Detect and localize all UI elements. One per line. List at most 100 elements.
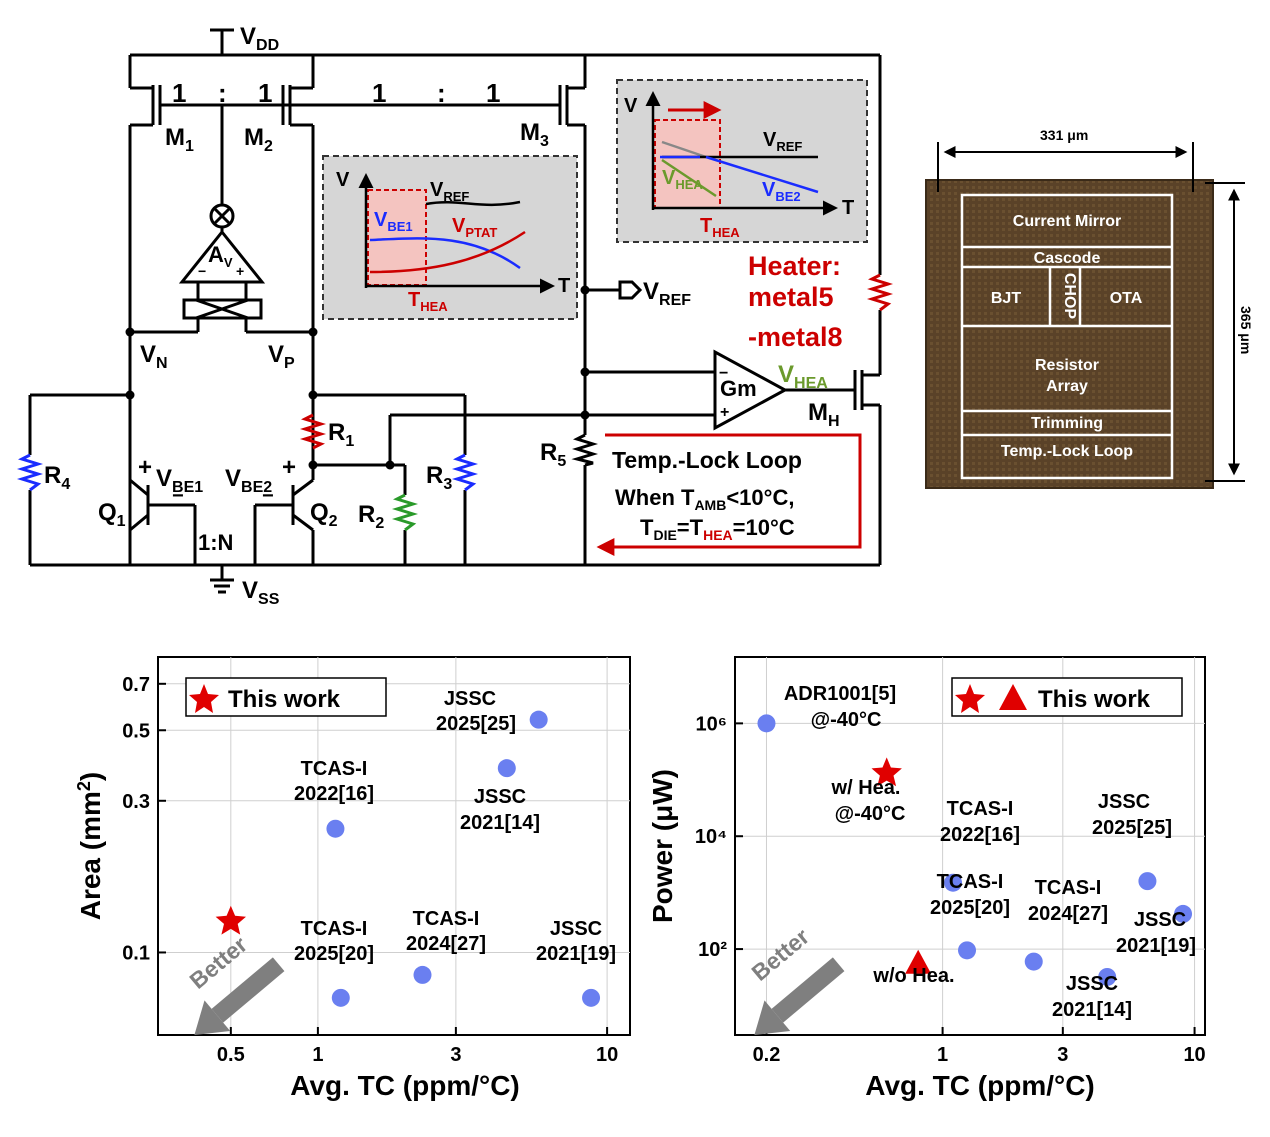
svg-text:TCAS-I: TCAS-I [413, 908, 480, 930]
label-gm: Gm [720, 376, 757, 401]
y-tick-label: 0.7 [122, 674, 150, 696]
svg-text:2022[16]: 2022[16] [940, 824, 1020, 846]
label-m1: M1 [165, 124, 194, 155]
svg-text:TCAS-I: TCAS-I [937, 871, 1004, 893]
svg-text:T: T [558, 275, 570, 297]
data-point [1024, 952, 1043, 971]
data-point [1174, 904, 1193, 923]
svg-text:331 μm: 331 μm [1040, 127, 1088, 143]
y-tick-label: 10⁴ [695, 826, 727, 848]
svg-text:2021[14]: 2021[14] [1052, 999, 1132, 1021]
data-point [529, 710, 548, 729]
label-vbe1: VBE1 [156, 465, 203, 496]
svg-text:JSSC: JSSC [1134, 909, 1186, 931]
svg-text:@-40°C: @-40°C [811, 709, 882, 731]
svg-text:TCAS-I: TCAS-I [301, 918, 368, 940]
svg-text:1: 1 [486, 78, 500, 108]
svg-text:−: − [262, 485, 274, 507]
svg-text:Temp.-Lock Loop: Temp.-Lock Loop [1001, 443, 1133, 460]
label-q2: Q2 [310, 499, 338, 530]
svg-text:TCAS-I: TCAS-I [301, 758, 368, 780]
data-point [331, 988, 350, 1007]
label-vhea: VHEA [778, 361, 828, 392]
die-photo: Current Mirror Cascode BJT CHOP OTA Resi… [925, 127, 1254, 489]
data-point [582, 988, 601, 1007]
svg-text:ADR1001[5]: ADR1001[5] [784, 683, 896, 705]
temp-lock-loop-box: Temp.-Lock Loop When TAMB<10°C, TDIE=THE… [596, 433, 862, 556]
x-axis-title-right: Avg. TC (ppm/°C) [865, 1070, 1094, 1101]
legend-left [185, 677, 387, 717]
svg-text:w/o Hea.: w/o Hea. [872, 965, 954, 987]
x-tick-label: 3 [1057, 1044, 1068, 1066]
label-mh: MH [808, 399, 840, 430]
junction-dots [125, 285, 590, 470]
label-vp: VP [268, 341, 295, 372]
label-vdd: VDD [240, 23, 279, 54]
label-vn: VN [140, 341, 168, 372]
svg-text:2025[20]: 2025[20] [294, 943, 374, 965]
svg-text::: : [218, 78, 227, 108]
svg-text:BJT: BJT [991, 290, 1021, 307]
svg-text:When TAMB<10°C,: When TAMB<10°C, [615, 485, 794, 513]
label-m2: M2 [244, 124, 273, 155]
svg-text:JSSC: JSSC [1066, 973, 1118, 995]
x-tick-label: 0.5 [217, 1044, 245, 1066]
svg-text:VBE1: VBE1 [374, 209, 413, 234]
svg-text:−: − [198, 263, 206, 279]
svg-text:VREF: VREF [430, 179, 469, 204]
label-ratio-2: 1 [372, 78, 386, 108]
data-point [1138, 872, 1157, 891]
label-ratio-1: 1 [172, 78, 186, 108]
svg-text:CHOP: CHOP [1061, 273, 1078, 320]
svg-text:TCAS-I: TCAS-I [1035, 877, 1102, 899]
svg-text:2025[25]: 2025[25] [436, 713, 516, 735]
svg-text:JSSC: JSSC [1098, 791, 1150, 813]
x-tick-label: 3 [450, 1044, 461, 1066]
svg-text:V: V [624, 95, 638, 117]
label-r2: R2 [358, 501, 384, 532]
inset-plot-1: V T VREF VBE1 VPTAT THEA [322, 155, 578, 320]
circuit-schematic [28, 28, 882, 594]
svg-text:-metal8: -metal8 [748, 322, 843, 352]
label-r5: R5 [540, 439, 566, 470]
label-bjt-ratio: 1:N [198, 530, 233, 555]
svg-text:Trimming: Trimming [1031, 415, 1103, 432]
svg-text::: : [437, 78, 446, 108]
svg-text:2024[27]: 2024[27] [406, 933, 486, 955]
pt-label: JSSC [444, 688, 496, 710]
svg-text:JSSC: JSSC [474, 786, 526, 808]
y-axis-title-left: Area (mm2) [74, 772, 106, 921]
label-vref-output: VREF [643, 278, 691, 309]
legend-left-label: This work [228, 686, 341, 713]
label-m3: M3 [520, 119, 549, 150]
resistors [16, 273, 894, 532]
svg-text:VBE2: VBE2 [762, 179, 801, 204]
svg-text:2025[20]: 2025[20] [930, 897, 1010, 919]
svg-text:1: 1 [258, 78, 272, 108]
svg-text:OTA: OTA [1110, 290, 1143, 307]
svg-text:−: − [172, 485, 184, 507]
label-q1: Q1 [98, 499, 126, 530]
legend-right-label: This work [1038, 686, 1151, 713]
svg-text:Cascode: Cascode [1034, 250, 1101, 267]
svg-text:2022[16]: 2022[16] [294, 783, 374, 805]
data-point-star [215, 905, 246, 935]
svg-text:TDIE=THEA=10°C: TDIE=THEA=10°C [640, 515, 795, 543]
data-point [1098, 967, 1117, 986]
data-point [944, 873, 963, 892]
svg-text:THEA: THEA [700, 215, 740, 240]
svg-text:metal5: metal5 [748, 282, 834, 312]
data-point-star [871, 757, 902, 787]
svg-text:+: + [138, 454, 152, 481]
y-tick-label: 0.5 [122, 720, 150, 742]
svg-text:2021[14]: 2021[14] [460, 812, 540, 834]
schematic-labels: VDD 1 : 1 1 : 1 M1 M2 M3 AV − + VN VP R1… [44, 23, 840, 608]
svg-text:THEA: THEA [408, 289, 448, 314]
data-point-triangle [905, 949, 932, 974]
y-tick-label: 10⁶ [696, 713, 727, 735]
label-r3: R3 [426, 462, 452, 493]
svg-text:JSSC: JSSC [550, 918, 602, 940]
heater-label: Heater: metal5 -metal8 [748, 251, 843, 352]
